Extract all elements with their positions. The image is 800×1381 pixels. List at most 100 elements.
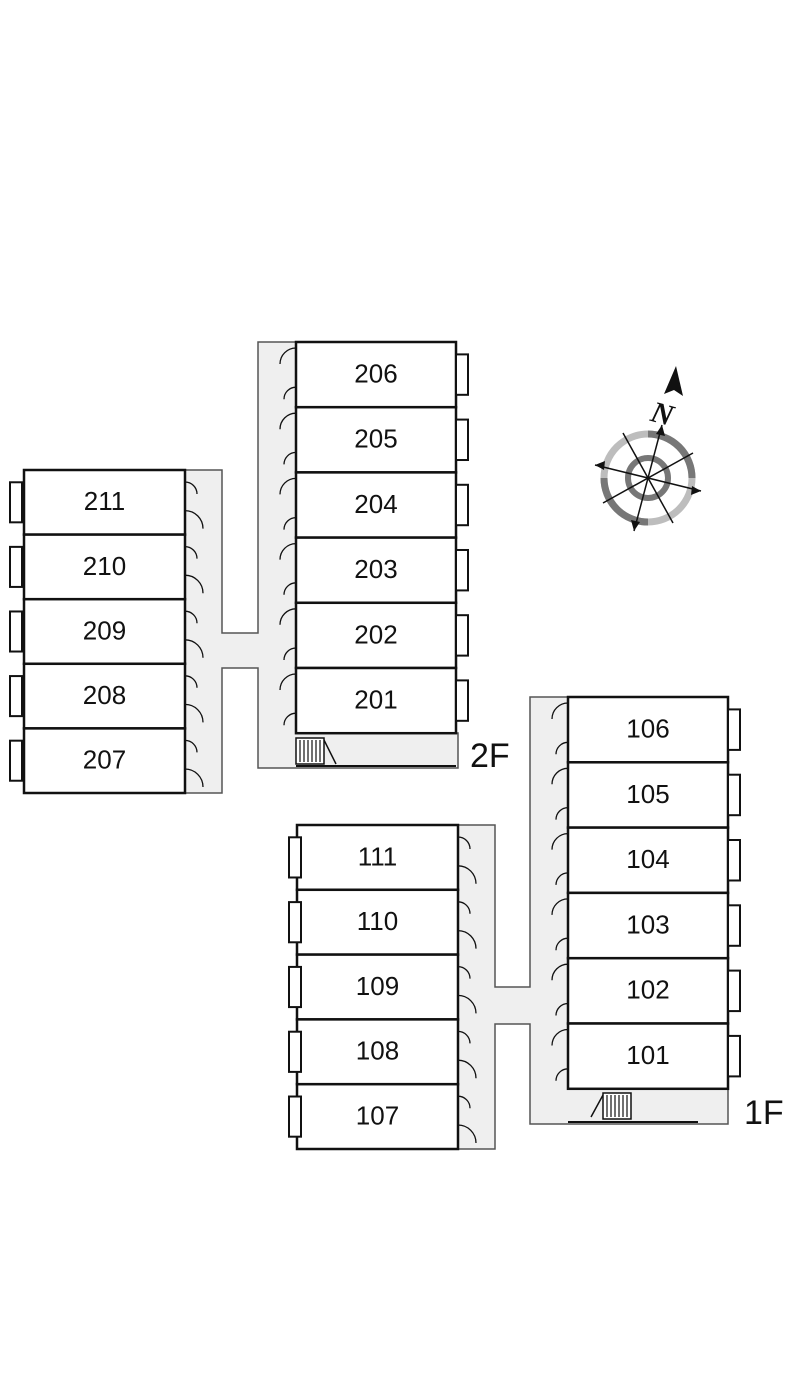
door-icon [279,477,297,495]
door-icon [184,739,198,753]
door-icon [551,702,569,720]
balcony [455,418,469,462]
balcony [727,773,741,817]
door-icon [551,767,569,785]
door-icon [184,481,198,495]
unit-box [295,1018,460,1086]
unit-number: 206 [354,358,397,388]
door-icon [184,574,204,594]
door-icon [551,832,569,850]
unit-104: 104 [551,826,741,895]
door-icon [184,675,198,688]
door-icon [457,994,477,1014]
staircase-2f [295,737,456,767]
balcony [727,839,741,882]
unit-208: 208 [9,662,204,730]
unit-number: 208 [83,680,126,710]
compass-rose-icon: N [594,366,702,532]
door-icon [555,937,569,951]
unit-box [566,891,730,960]
unit-block-2f-west: 211 210 209 208 207 [9,468,204,795]
door-icon [555,872,569,885]
unit-number: 202 [354,619,397,649]
door-icon [457,1095,471,1109]
unit-number: 209 [83,615,126,645]
floor-label-1f: 1F [744,1094,784,1132]
unit-101: 101 [551,1022,741,1091]
unit-box [22,597,187,666]
balcony [288,836,302,879]
door-icon [279,347,297,365]
unit-209: 209 [9,597,204,666]
unit-number: 205 [354,424,397,454]
unit-block-1f-east: 106 105 104 103 102 101 [551,695,741,1091]
balcony [288,1095,302,1138]
unit-box [566,761,730,829]
door-icon [551,963,569,981]
door-icon [457,965,471,979]
door-icon [184,545,198,559]
balcony [727,969,741,1013]
unit-105: 105 [551,761,741,829]
unit-211: 211 [9,468,204,536]
door-icon [283,386,297,400]
door-icon [457,929,477,949]
balcony [455,483,469,527]
door-icon [283,582,297,595]
unit-box [294,666,458,735]
door-icon [457,901,471,914]
balcony [455,353,469,396]
unit-number: 104 [626,844,669,874]
door-icon [279,542,297,560]
unit-number: 203 [354,554,397,584]
compass-north-label: N [647,395,679,433]
door-icon [457,1124,477,1144]
unit-number: 105 [626,779,669,809]
door-icon [184,639,204,658]
unit-number: 108 [356,1036,399,1066]
balcony [288,1030,302,1073]
unit-203: 203 [279,536,469,605]
door-icon [555,1068,569,1081]
balcony [727,1034,741,1078]
door-icon [283,647,297,661]
unit-box [295,1082,460,1151]
unit-number: 111 [358,841,398,871]
door-icon [283,516,297,530]
balcony [727,904,741,947]
unit-210: 210 [9,533,204,601]
unit-box [566,1022,730,1091]
unit-109: 109 [288,953,477,1021]
unit-201: 201 [279,666,469,735]
door-icon [457,865,477,884]
door-icon [283,712,297,726]
door-icon [555,741,569,755]
unit-107: 107 [288,1082,477,1151]
unit-number: 102 [626,975,669,1005]
unit-box [566,956,730,1025]
door-icon [184,703,204,723]
balcony [288,965,302,1009]
balcony [9,481,23,524]
unit-206: 206 [279,340,469,409]
unit-number: 201 [354,684,397,714]
door-icon [279,673,297,691]
unit-110: 110 [288,888,477,956]
door-icon [551,1028,569,1046]
unit-202: 202 [279,601,469,670]
unit-103: 103 [551,891,741,960]
balcony [9,545,23,588]
unit-106: 106 [551,695,741,764]
unit-box [22,727,187,795]
unit-number: 210 [83,551,126,581]
unit-number: 207 [83,745,126,775]
unit-111: 111 [288,823,477,892]
unit-number: 103 [626,909,669,939]
balcony [9,675,23,718]
door-icon [457,836,471,850]
balcony [455,548,469,592]
unit-box [22,662,187,730]
unit-number: 107 [356,1100,399,1130]
